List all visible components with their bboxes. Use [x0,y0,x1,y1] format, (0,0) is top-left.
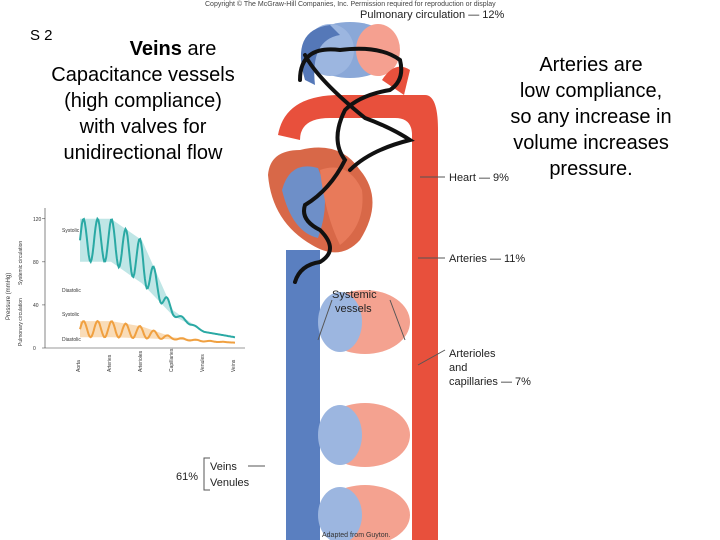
pressure-chart: Pressure (mmHg) Systemic circulation Pul… [6,208,245,372]
right-note: Arteries are low compliance, so any incr… [486,52,696,182]
diastolic-label-systemic: Diastolic [62,288,81,294]
arteries-label: Arteries — 11% [449,253,525,265]
copyright-text: Copyright © The McGraw-Hill Companies, I… [205,0,496,8]
right-note-line-3: so any increase in [510,106,672,128]
diastolic-label-pulmonary: Diastolic [62,337,81,343]
arterioles-label-3: capillaries — 7% [449,376,531,388]
systemic-label-1: Systemic [332,289,377,301]
venules-label: Venules [210,477,250,489]
arterioles-label-2: and [449,362,467,374]
credit-text: Adapted from Guyton. [322,532,391,539]
systolic-label-pulmonary: Systolic [62,312,80,318]
x-ticks: Aorta Arteries Arterioles Capillaries Venule… [76,348,237,372]
y-label: Pressure (mmHg) [6,273,12,320]
arterioles-leader [417,349,446,366]
left-note-line-3: (high compliance) [64,90,222,112]
right-note-line-5: pressure. [549,158,633,180]
left-note: Veins are Capacitance vessels (high comp… [18,36,268,166]
x-tick-label: Capillaries [169,348,175,372]
veins-label: Veins [210,461,237,473]
annotation-stroke [293,46,415,284]
systemic-leader-2 [389,299,406,341]
right-note-line-1: Arteries are [539,54,643,76]
y-ticks: 0 40 80 120 [33,217,45,352]
left-note-line-2: Capacitance vessels [51,64,235,86]
pulmonary-vein [300,25,340,85]
x-tick-label: Venules [200,354,206,372]
systemic-leader-1 [317,299,333,341]
veins-word: Veins [129,38,182,60]
left-note-line-4: with valves for [79,116,207,138]
veins-pct: 61% [176,471,198,483]
pulmonary-artery [382,66,410,95]
left-note-line-5: unidirectional flow [63,142,223,164]
y-tick-label: 40 [33,303,39,309]
veins-rest: are [181,38,217,60]
vena-cava [286,250,320,540]
systemic-fill [80,218,235,338]
right-note-line-2: low compliance, [519,80,663,102]
systemic-label-2: vessels [335,303,372,315]
right-note-line-4: volume increases [513,132,669,154]
pulmonary-label: Pulmonary circulation — 12% [360,9,505,21]
systemic-line [79,216,236,339]
y-tick-label: 0 [33,346,36,352]
x-tick-label: Arterioles [138,350,144,372]
aorta-loop [278,95,438,540]
heart-label: Heart — 9% [449,172,509,184]
x-tick-label: Arteries [107,354,113,372]
pulmonary-line [79,319,235,344]
x-tick-label: Veins [231,359,237,372]
x-tick-label: Aorta [76,360,82,372]
y-tick-label: 80 [33,260,39,266]
pulmonary-side-label: Pulmonary circulation [18,298,24,346]
slide-number: S 2 [30,27,53,44]
heart [268,147,373,253]
veins-bracket [203,457,210,491]
systemic-capillary-beds [318,290,410,540]
systemic-side-label: Systemic circulation [18,241,24,285]
y-tick-label: 120 [33,217,42,223]
systolic-label-systemic: Systolic [62,228,80,234]
arterioles-label-1: Arterioles [449,348,496,360]
